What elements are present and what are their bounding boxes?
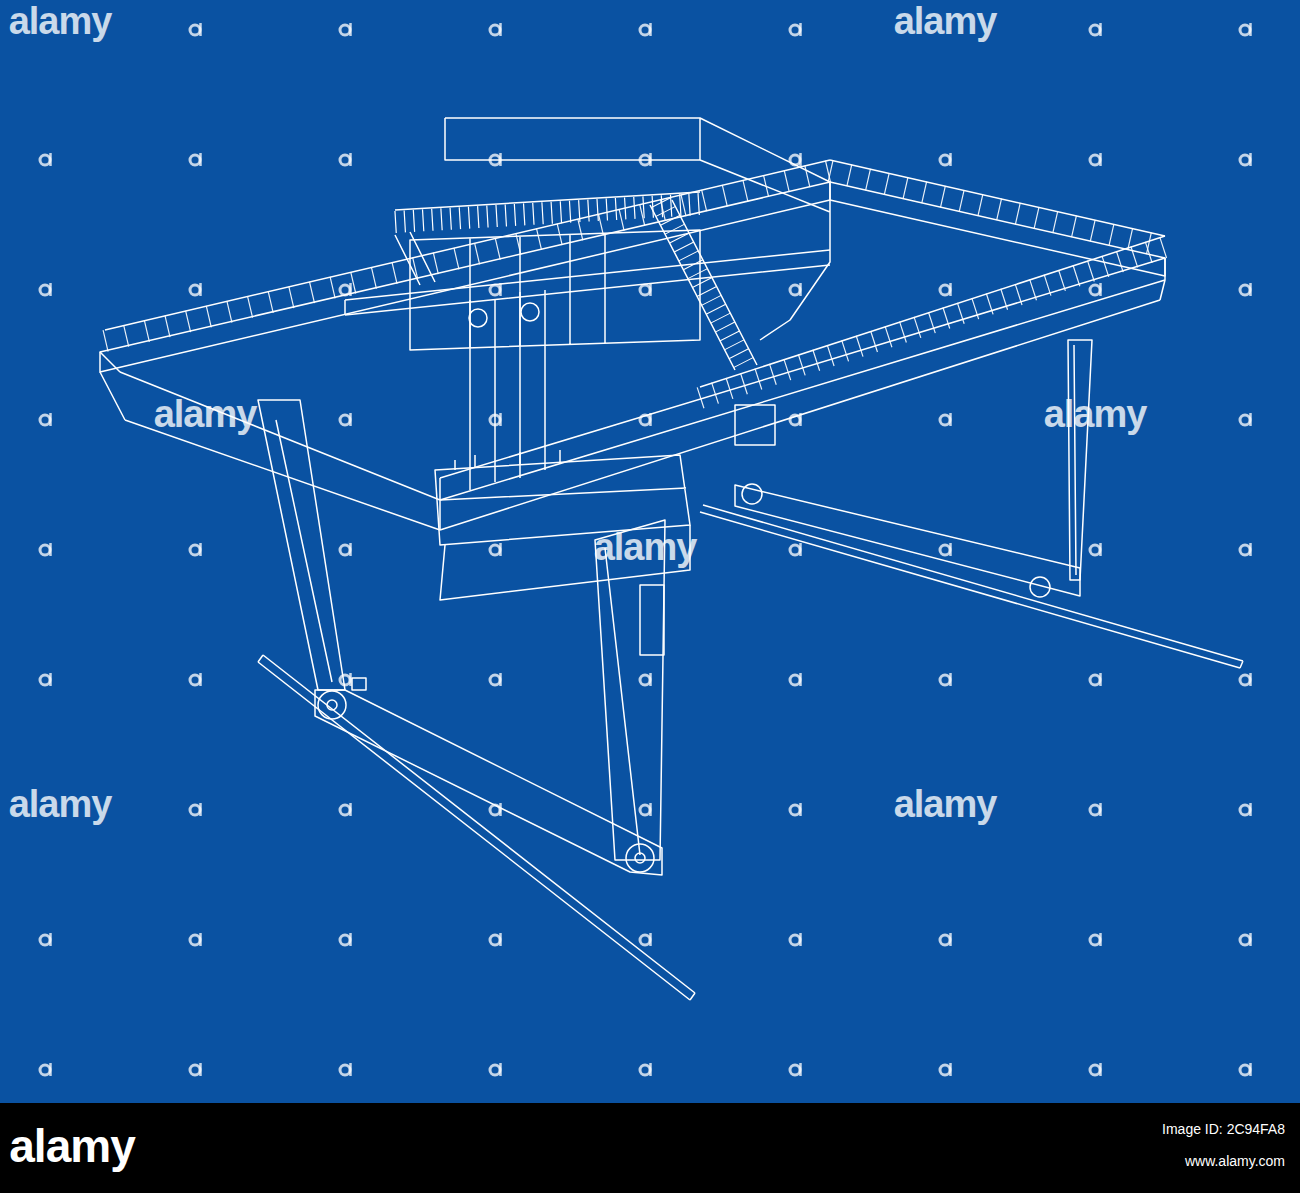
site-url: www.alamy.com [1185, 1154, 1285, 1169]
watermark: alamy [9, 1, 112, 43]
watermark: alamy [1044, 394, 1147, 436]
image-id: Image ID: 2C94FA8 [1162, 1122, 1285, 1137]
watermark-icons [0, 0, 1300, 1103]
watermark: alamy [894, 1, 997, 43]
watermark: alamy [594, 527, 697, 569]
footer-bar [0, 1103, 1300, 1193]
watermark: alamy [9, 784, 112, 826]
watermark: alamy [154, 394, 257, 436]
watermark: alamy [894, 784, 997, 826]
footer-logo: alamy [9, 1121, 134, 1172]
crane-wireframe [100, 118, 1243, 1000]
blueprint-ground [0, 0, 1300, 1103]
